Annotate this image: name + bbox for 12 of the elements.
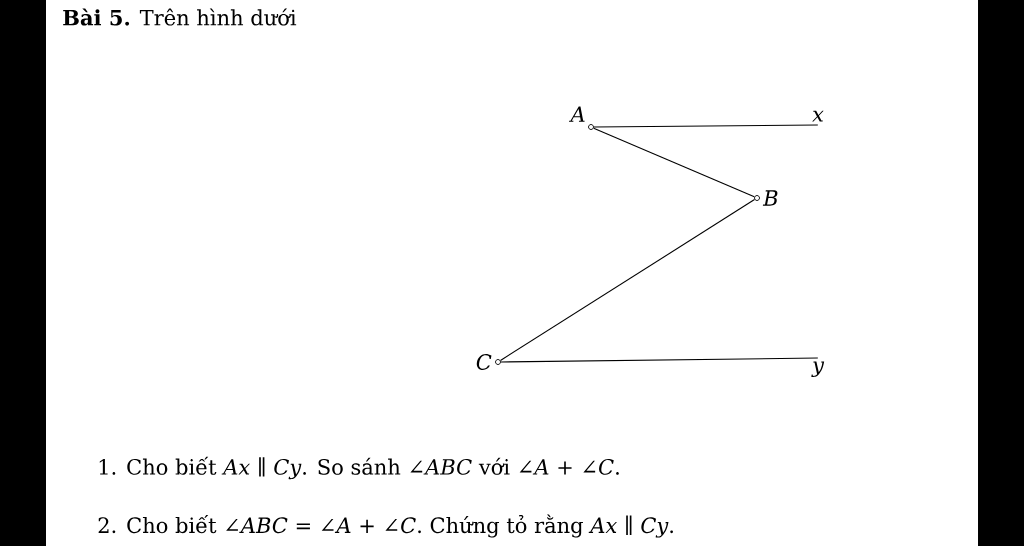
question-text: 2. Cho biết ∠ABC = ∠A + ∠C. Chứng tỏ rằng Ax ∥ Cy.: [98, 514, 673, 538]
question-text: 1. Cho biết Ax ∥ Cy. So sánh ∠ABC với ∠A + ∠C.: [99, 456, 619, 480]
line-segment: [593, 127, 755, 198]
line-segment: [500, 357, 819, 363]
point-label: B: [754, 190, 778, 206]
line-segment: [593, 124, 819, 128]
point-label: x: [812, 110, 824, 122]
title: Bài 5. Trên hình dưới: [63, 8, 297, 26]
point-label: y: [811, 361, 825, 377]
line-segment: [499, 199, 756, 361]
point-label: C: [476, 354, 501, 370]
point-label: A: [568, 106, 594, 130]
